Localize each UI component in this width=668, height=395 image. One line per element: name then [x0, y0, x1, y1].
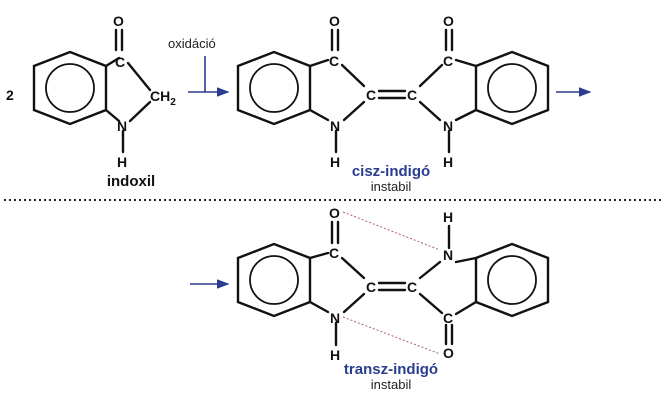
cis-right-hydrogen: H	[443, 154, 453, 170]
trans-right-nitrogen: N	[443, 247, 453, 263]
indoxil-hydrogen: H	[117, 154, 127, 170]
trans-right-aromatic-circle	[487, 255, 537, 305]
trans-left-hydrogen: H	[330, 347, 340, 363]
trans-indigo-name: transz-indigó	[344, 361, 438, 378]
indoxil-carbonyl-carbon: C	[115, 54, 125, 70]
trans-left-carbonyl-carbon: C	[329, 245, 339, 261]
indoxil-name: indoxil	[107, 173, 155, 190]
trans-right-hydrogen: H	[443, 209, 453, 225]
cis-right-benzene-ring	[474, 50, 550, 126]
trans-indigo-state: instabil	[371, 377, 412, 392]
oxidation-arrow: oxidáció	[168, 36, 230, 97]
hydrogen-bond-bottom	[342, 316, 441, 355]
hydrogen-bond-top	[342, 211, 441, 251]
indoxil-oxygen: O	[113, 13, 124, 29]
cis-right-carbonyl-carbon: C	[443, 53, 453, 69]
cis-right-nitrogen: N	[443, 118, 453, 134]
cis-left-carbonyl-carbon: C	[329, 53, 339, 69]
indoxil-nitrogen: N	[117, 118, 127, 134]
indoxil-molecule: 2 O C CH2 N H indoxil	[6, 13, 176, 190]
trans-right-carbonyl-carbon: C	[443, 310, 453, 326]
indoxil-benzene-ring	[32, 50, 108, 126]
trans-left-oxygen: O	[329, 205, 340, 221]
trans-left-nitrogen: N	[330, 310, 340, 326]
trans-right-central-carbon: C	[407, 279, 417, 295]
cis-left-hydrogen: H	[330, 154, 340, 170]
cis-right-oxygen: O	[443, 13, 454, 29]
cis-indigo-state: instabil	[371, 179, 412, 194]
trans-left-aromatic-circle	[249, 255, 299, 305]
cis-right-central-carbon: C	[407, 87, 417, 103]
cis-right-aromatic-circle	[487, 63, 537, 113]
cis-left-central-carbon: C	[366, 87, 376, 103]
indoxil-ch2: CH2	[150, 88, 176, 108]
trans-left-central-carbon: C	[366, 279, 376, 295]
cis-indigo-name: cisz-indigó	[352, 163, 430, 180]
cis-left-benzene-ring	[236, 50, 312, 126]
cis-indigo-molecule: O C C N H C O C N H cisz-indigó instabil	[236, 13, 550, 194]
oxidation-label: oxidáció	[168, 36, 216, 51]
cis-left-aromatic-circle	[249, 63, 299, 113]
trans-right-benzene-ring	[474, 242, 550, 318]
trans-left-benzene-ring	[236, 242, 312, 318]
trans-indigo-molecule: O C C N H C H N C O transz-indigó instab…	[190, 205, 550, 392]
cis-left-oxygen: O	[329, 13, 340, 29]
coefficient-label: 2	[6, 87, 14, 103]
cis-left-nitrogen: N	[330, 118, 340, 134]
trans-right-oxygen: O	[443, 345, 454, 361]
indoxil-aromatic-circle	[45, 63, 95, 113]
